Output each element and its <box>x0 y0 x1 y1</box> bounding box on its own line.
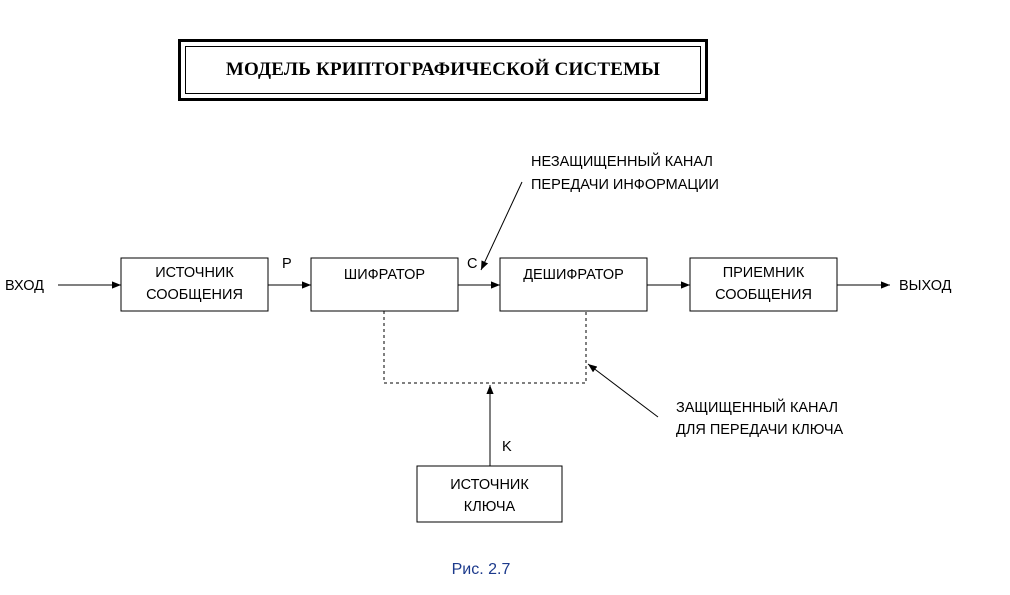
title-box-inner-border: МОДЕЛЬ КРИПТОГРАФИЧЕСКОЙ СИСТЕМЫ <box>185 46 701 94</box>
decryptor-rect <box>499 257 648 312</box>
title-box: МОДЕЛЬ КРИПТОГРАФИЧЕСКОЙ СИСТЕМЫ <box>178 39 708 101</box>
message-source-rect <box>120 257 269 312</box>
secure-key-channel-dashed-line <box>383 311 587 384</box>
secure-channel-label-line1: ЗАЩИЩЕННЫЙ КАНАЛ <box>676 398 838 416</box>
message-receiver-block: ПРИЕМНИК СООБЩЕНИЯ <box>689 257 838 312</box>
message-source-label-line1: ИСТОЧНИК <box>155 265 234 281</box>
encryptor-rect <box>310 257 459 312</box>
decryptor-label: ДЕШИФРАТОР <box>523 267 624 283</box>
message-receiver-rect <box>689 257 838 312</box>
message-receiver-label-line1: ПРИЕМНИК <box>723 265 805 281</box>
plaintext-signal-label: P <box>282 256 292 272</box>
diagram-title: МОДЕЛЬ КРИПТОГРАФИЧЕСКОЙ СИСТЕМЫ <box>225 59 661 80</box>
key-source-label-line1: ИСТОЧНИК <box>450 477 529 493</box>
ciphertext-signal-label: C <box>467 256 477 272</box>
key-signal-label: K <box>502 439 512 455</box>
insecure-channel-label-line2: ПЕРЕДАЧИ ИНФОРМАЦИИ <box>531 177 719 193</box>
insecure-channel-label-line1: НЕЗАЩИЩЕННЫЙ КАНАЛ <box>531 152 713 170</box>
secure-channel-label-line2: ДЛЯ ПЕРЕДАЧИ КЛЮЧА <box>676 422 844 438</box>
key-source-rect <box>416 465 563 523</box>
output-label: ВЫХОД <box>899 278 952 294</box>
insecure-channel-pointer-arrow <box>480 181 523 271</box>
input-label: ВХОД <box>5 278 44 294</box>
key-source-block: ИСТОЧНИК КЛЮЧА <box>416 465 563 523</box>
message-receiver-label-line2: СООБЩЕНИЯ <box>715 287 812 303</box>
encryptor-block: ШИФРАТОР <box>310 257 459 312</box>
message-source-label-line2: СООБЩЕНИЯ <box>146 287 243 303</box>
decryptor-block: ДЕШИФРАТОР <box>499 257 648 312</box>
figure-caption: Рис. 2.7 <box>452 561 511 578</box>
secure-channel-pointer-arrow <box>587 363 659 418</box>
message-source-block: ИСТОЧНИК СООБЩЕНИЯ <box>120 257 269 312</box>
encryptor-label: ШИФРАТОР <box>344 267 425 283</box>
key-source-label-line2: КЛЮЧА <box>464 499 516 515</box>
